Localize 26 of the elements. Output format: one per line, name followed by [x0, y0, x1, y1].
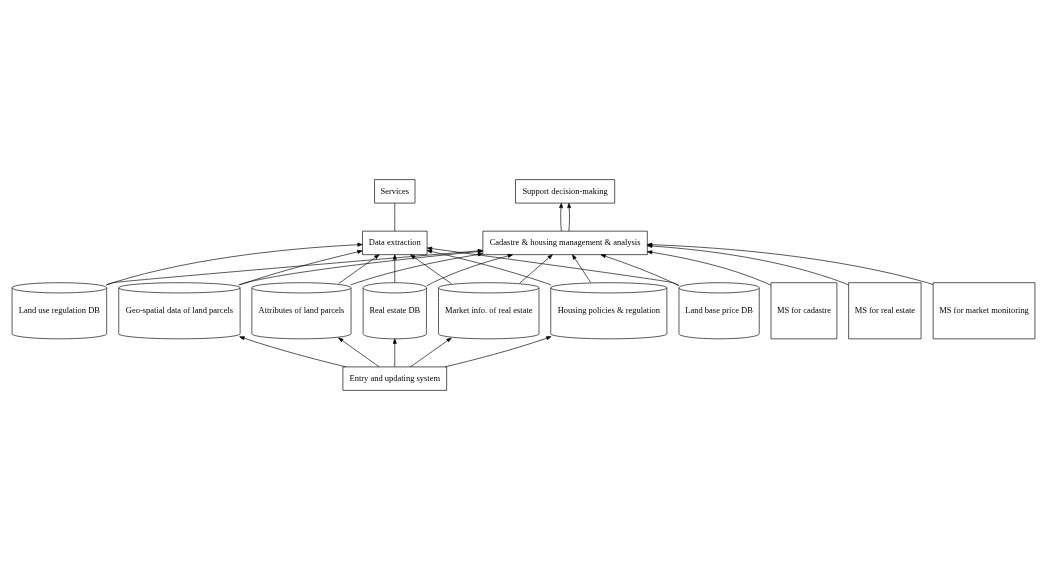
node-box: Support decision-making: [515, 178, 616, 203]
arrow: [338, 337, 380, 367]
node-box: MS for real estate: [848, 281, 922, 339]
arrow: [239, 335, 347, 367]
node-box: Services: [374, 178, 416, 203]
node-box: Data extraction: [362, 230, 428, 255]
arrow: [426, 253, 513, 286]
arrow: [647, 249, 772, 286]
arrow: [519, 253, 553, 283]
arrow: [392, 338, 397, 367]
arrow: [410, 253, 452, 284]
arrow: [338, 253, 380, 284]
arrow: [572, 253, 592, 283]
arrow: [567, 202, 572, 231]
arrow: [559, 202, 563, 231]
node-box: MS for market monitoring: [932, 281, 1036, 339]
arrow: [410, 337, 452, 367]
arrow: [106, 242, 363, 285]
arrow: [350, 252, 484, 285]
arrow: [600, 253, 680, 286]
arrow: [392, 253, 397, 283]
arrow: [239, 249, 363, 285]
node-box: Cadastre & housing management & analysis: [482, 230, 648, 255]
arrow: [444, 335, 552, 367]
node-box: Entry and updating system: [342, 366, 447, 391]
node-box: MS for cadastre: [770, 281, 838, 339]
